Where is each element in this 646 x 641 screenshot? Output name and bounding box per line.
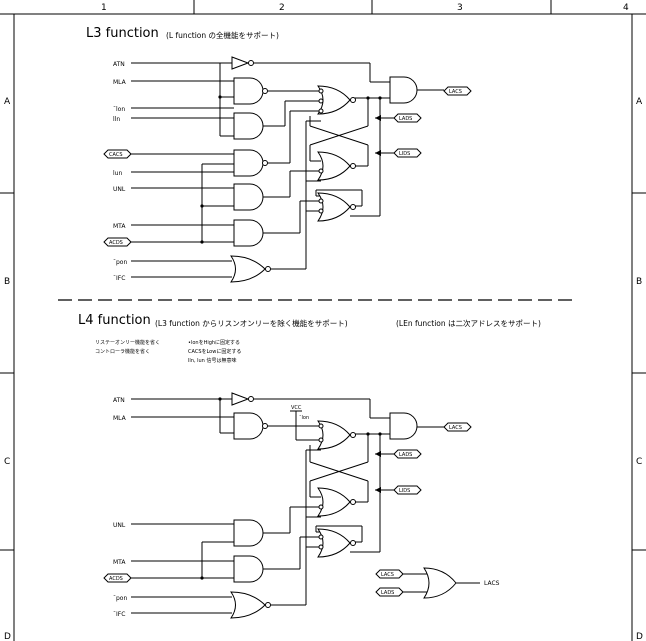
l3-label-lun: lun (113, 170, 122, 177)
l3-flag-cacs: CACS (103, 149, 132, 159)
svg-text:LACS: LACS (381, 572, 394, 578)
l4-flag-lacs: LACS (443, 422, 472, 432)
svg-text:ACDS: ACDS (109, 240, 123, 246)
l3-label-ifc: ˉIFC (113, 275, 125, 282)
svg-text:LIDS: LIDS (399, 151, 410, 157)
l3-or-gate-pon (230, 255, 271, 283)
l4-note-right-1: •lonをHighに固定する (188, 339, 240, 346)
l4-vcc-label: VCC (291, 405, 302, 411)
l4-latch-gate-lower (317, 528, 356, 558)
l3-latch-gate-middle (317, 151, 356, 181)
l3-and-gate-4 (233, 183, 264, 211)
grid-col-2: 2 (279, 3, 285, 13)
l3-and-gate-3 (233, 149, 268, 177)
l3-input-wires (131, 62, 370, 278)
l4-or-inputs: LACS LADS (375, 569, 428, 597)
l4-note-right-3: lln, lun 信号は無意味 (188, 357, 236, 364)
l4-inverter-atn (231, 392, 254, 406)
l4-and-gate-output (389, 412, 418, 440)
grid-col-4: 4 (623, 3, 629, 13)
l4-label-atn: ATN (113, 397, 125, 404)
svg-text:ACDS: ACDS (109, 576, 123, 582)
l4-junction-4 (378, 432, 382, 436)
l3-subtitle: (L function の全機能をサポート) (166, 30, 279, 40)
l3-and-gate-output (389, 76, 418, 104)
l3-and-gate-1 (233, 77, 268, 105)
grid-row-c-right: C (636, 457, 642, 467)
l4-label-mla: MLA (113, 415, 127, 422)
grid-col-3: 3 (457, 3, 463, 13)
l4-flag-lids: LIDS (375, 485, 422, 495)
l4-latch-gate-upper (317, 420, 356, 450)
l4-label-pon: ˉpon (113, 595, 127, 602)
l4-or-gate-lacs (423, 567, 480, 599)
l3-flag-lads: LADS (375, 113, 422, 123)
l4-title: L4 function (78, 313, 151, 328)
svg-text:LACS: LACS (449, 425, 462, 431)
grid-row-c-left: C (4, 457, 10, 467)
svg-text:CACS: CACS (109, 152, 123, 158)
grid-row-d-right: D (636, 632, 643, 641)
l4-latch-gate-middle (317, 487, 356, 517)
grid-row-d-left: D (4, 632, 11, 641)
svg-text:LADS: LADS (399, 452, 412, 458)
l3-label-lln: lln (113, 116, 120, 123)
l4-subtitle: (L3 function からリスンオンリーを除く機能をサポート) (155, 318, 348, 328)
grid-col-1: 1 (101, 3, 107, 13)
l3-junction-3 (200, 240, 204, 244)
l4-and-gate-1 (233, 412, 268, 440)
l4-input-wires (131, 398, 370, 614)
l4-or-gate-pon (230, 591, 271, 619)
grid-row-b-left: B (4, 277, 10, 287)
l3-junction-1 (200, 204, 204, 208)
grid-row-a-left: A (4, 97, 11, 107)
l3-and-gate-2 (233, 112, 264, 140)
l3-inverter-atn (231, 56, 254, 70)
l4-note-left-2: コントローラ機能を省く (95, 348, 150, 355)
l3-latch-wires (263, 63, 444, 270)
l3-latch-gate-lower (317, 192, 356, 222)
l3-label-mla: MLA (113, 79, 127, 86)
svg-text:LACS: LACS (449, 89, 462, 95)
l3-label-unl: UNL (113, 186, 126, 193)
l4-label-unl: UNL (113, 522, 126, 529)
svg-text:LADS: LADS (399, 116, 412, 122)
l4-note-right-2: CACSをLowに固定する (188, 348, 241, 355)
l4-flag-lads: LADS (375, 449, 422, 459)
l3-label-atn: ATN (113, 61, 125, 68)
l3-title: L3 function (86, 26, 159, 41)
l3-and-gate-5 (233, 219, 264, 247)
l3-latch-gate-upper (317, 85, 356, 115)
l4-label-ifc: ˉIFC (113, 611, 125, 618)
grid-row-a-right: A (636, 97, 643, 107)
svg-text:LIDS: LIDS (399, 488, 410, 494)
l3-label-mta: MTA (113, 223, 126, 230)
l4-junction-1 (200, 576, 204, 580)
l4-flag-acds: ACDS (103, 573, 132, 583)
l3-flag-lids: LIDS (375, 148, 422, 158)
l4-label-mta: MTA (113, 559, 126, 566)
l4-and-gate-3 (233, 555, 264, 583)
l4-vcc-lon: ˉlon (299, 415, 309, 421)
l4-or-output-label: LACS (484, 580, 500, 587)
l4-junction-3 (366, 432, 370, 436)
grid-row-b-right: B (636, 277, 642, 287)
l4-junction-2 (218, 397, 222, 401)
l4-and-gate-2 (233, 519, 264, 547)
l3-label-lon: ˉlon (113, 106, 125, 113)
l3-junction-2 (218, 95, 222, 99)
svg-text:LADS: LADS (381, 590, 394, 596)
l3-label-pon: ˉpon (113, 259, 127, 266)
l4-note-left-1: リステーオンリー機能を省く (95, 339, 160, 346)
l3-junction-5 (378, 96, 382, 100)
l3-flag-acds: ACDS (103, 237, 132, 247)
l4-subtitle-2: (LEn function は二次アドレスをサポート) (396, 318, 541, 328)
l3-flag-lacs: LACS (443, 86, 472, 96)
l3-junction-4 (366, 96, 370, 100)
